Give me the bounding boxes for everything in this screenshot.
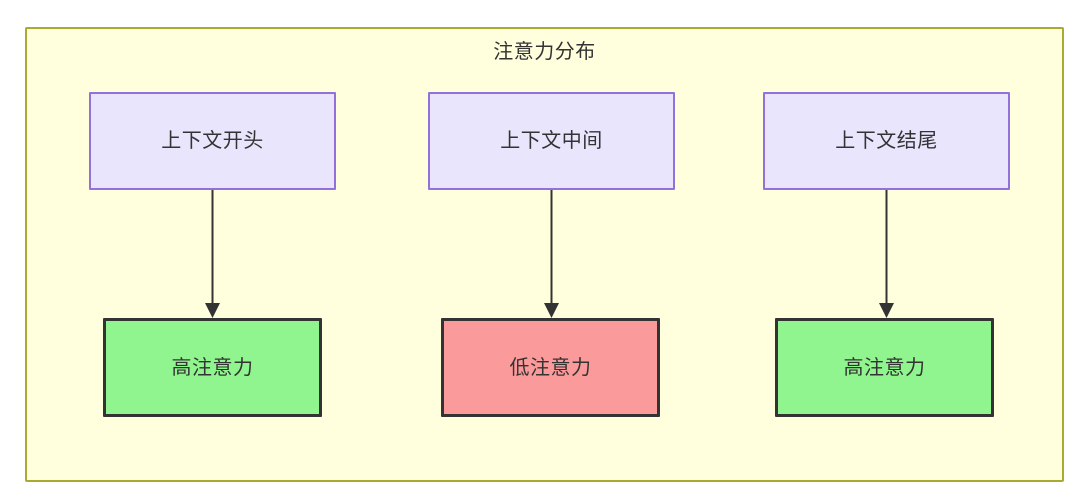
node-attention-high-right-label: 高注意力 <box>843 356 926 379</box>
node-attention-low-middle[interactable]: 低注意力 <box>441 318 660 417</box>
node-context-middle-label: 上下文中间 <box>500 130 603 152</box>
node-context-end[interactable]: 上下文结尾 <box>763 92 1010 190</box>
node-context-end-label: 上下文结尾 <box>835 130 938 152</box>
node-attention-low-middle-label: 低注意力 <box>509 356 592 379</box>
node-context-start-label: 上下文开头 <box>161 130 264 152</box>
node-attention-high-right[interactable]: 高注意力 <box>775 318 994 417</box>
node-attention-high-left-label: 高注意力 <box>171 356 254 379</box>
node-context-middle[interactable]: 上下文中间 <box>428 92 675 190</box>
subgraph-title: 注意力分布 <box>493 41 596 63</box>
node-attention-high-left[interactable]: 高注意力 <box>103 318 322 417</box>
node-context-start[interactable]: 上下文开头 <box>89 92 336 190</box>
